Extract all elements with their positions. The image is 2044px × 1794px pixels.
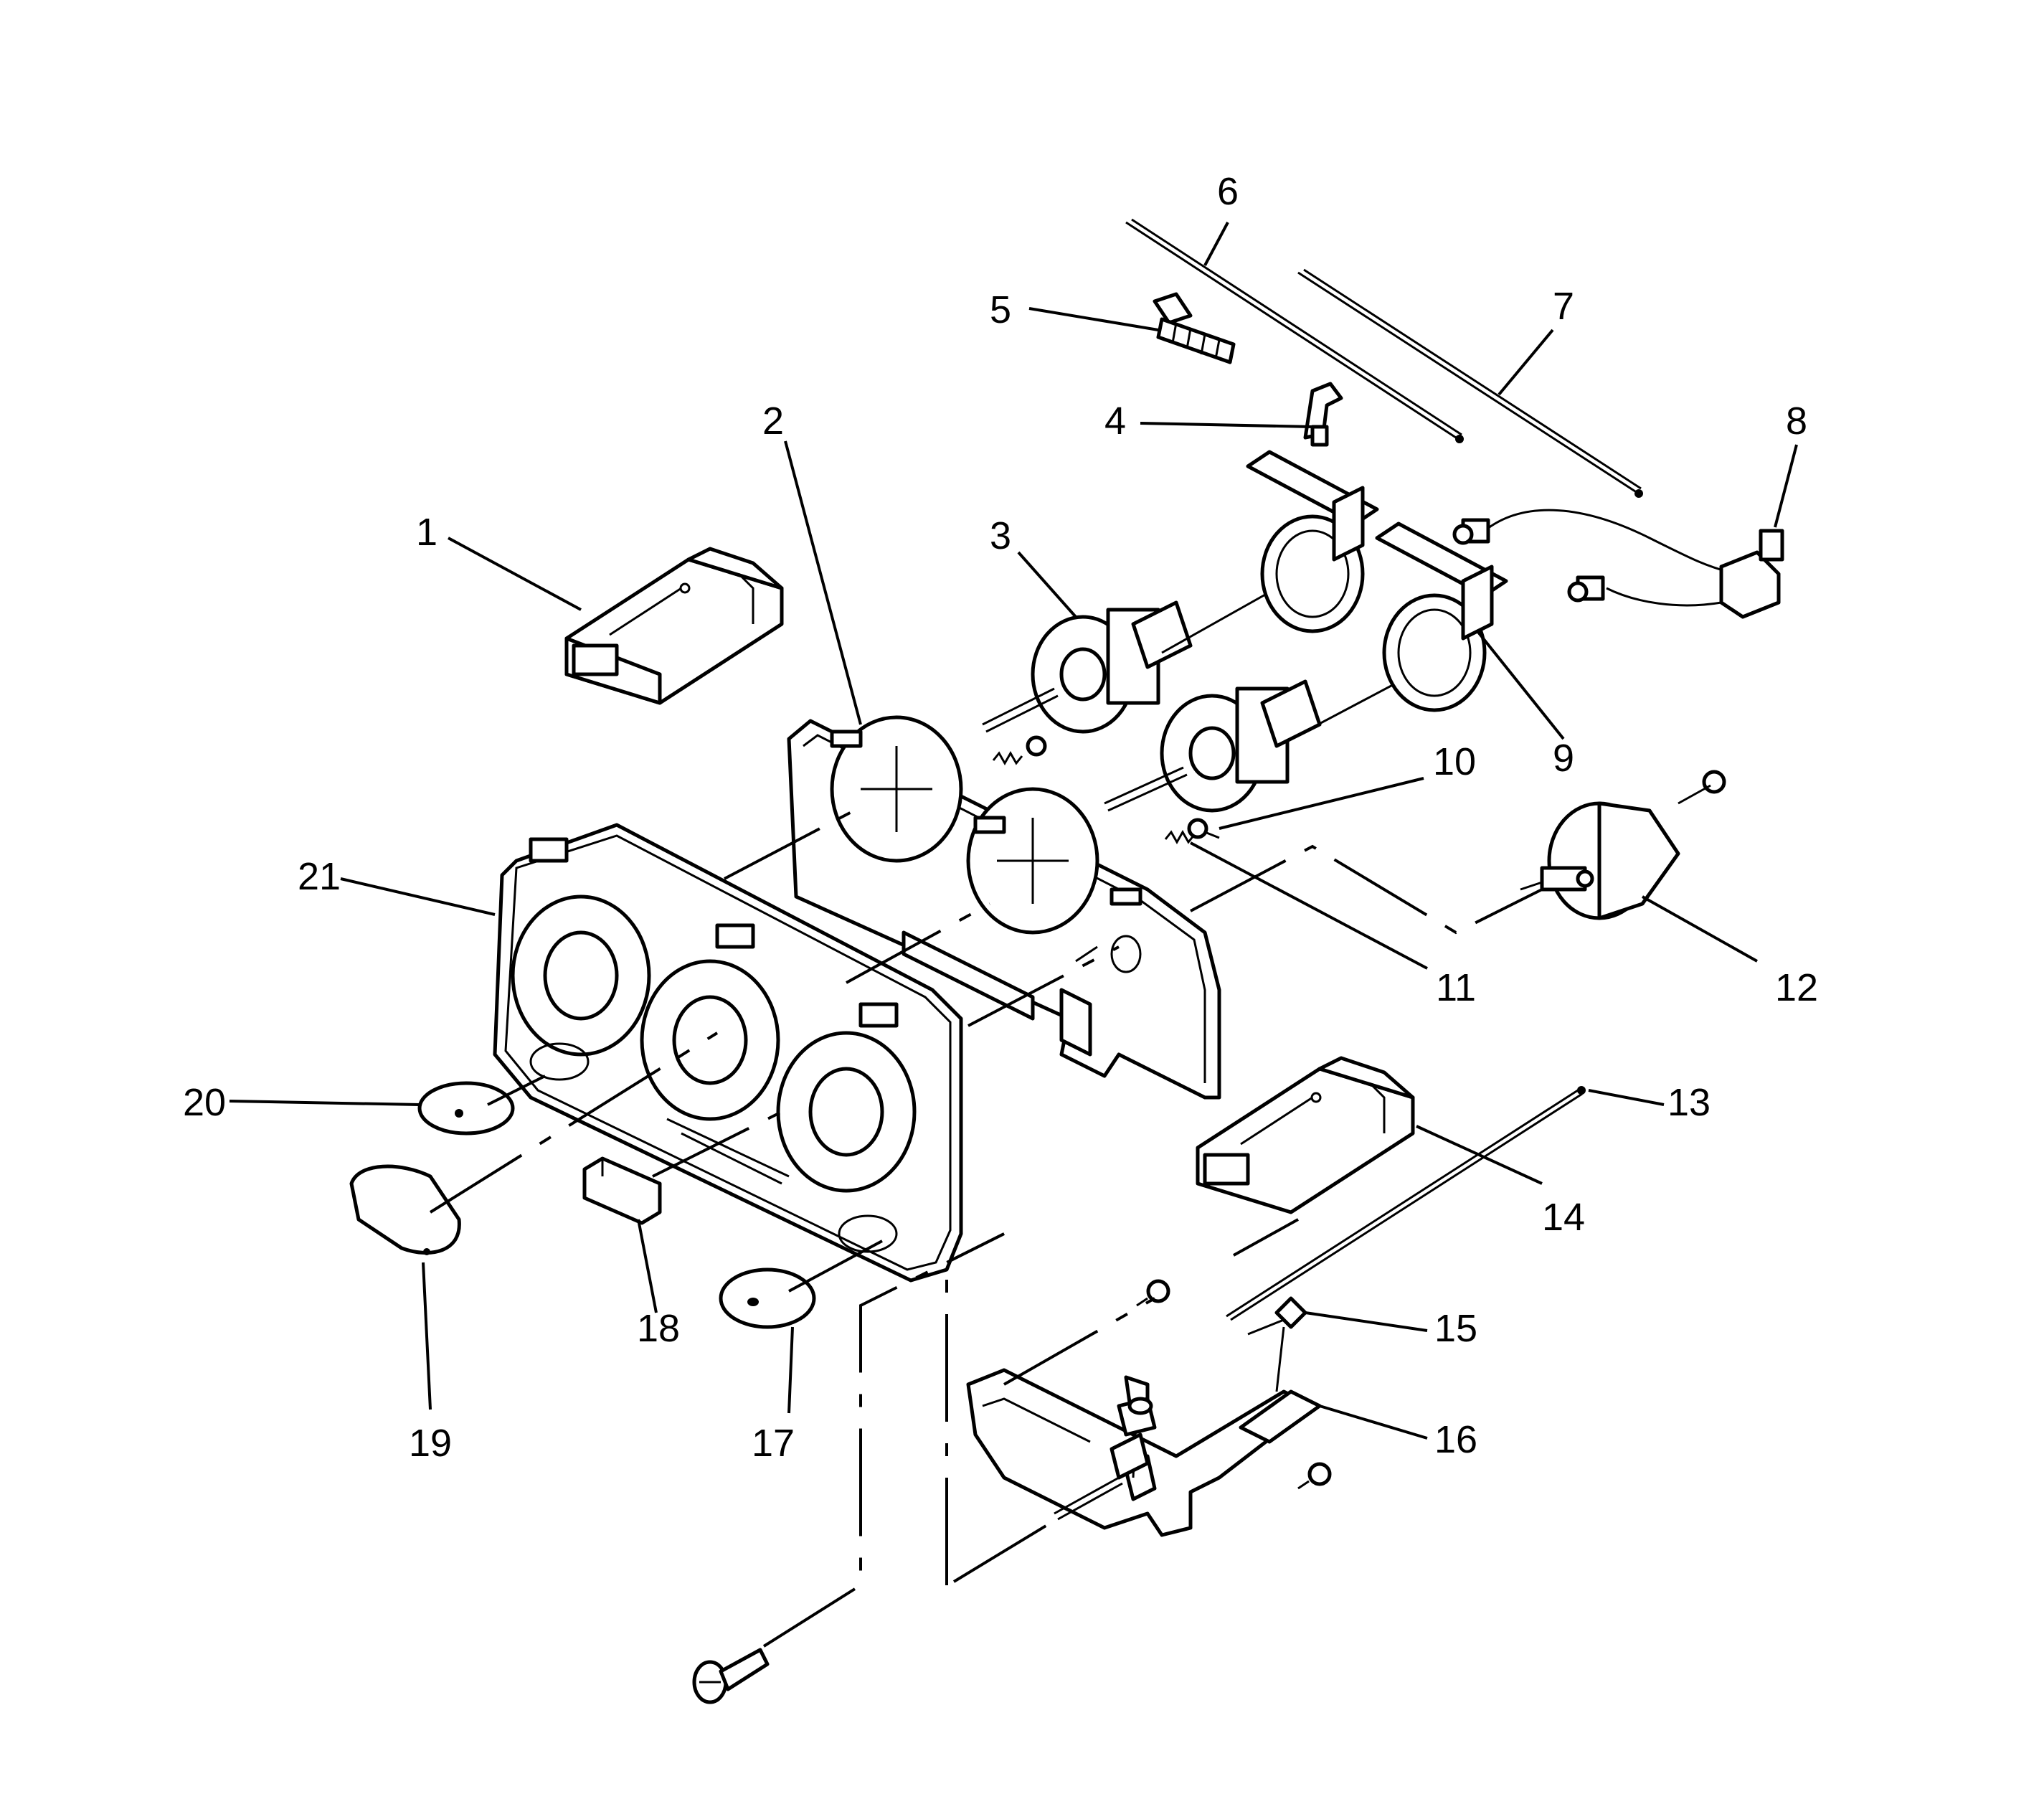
part-9-switch-rings: [1246, 450, 1508, 712]
callout-labels: 1 2 3 4 5 6 7 8 9 10 11 12 13 14 15 16 1…: [183, 170, 1818, 1465]
part-2-rear-frame: [787, 715, 1221, 1100]
leader-lines: [229, 222, 1798, 1440]
callout-2: 2: [762, 400, 784, 443]
callout-13: 13: [1667, 1081, 1711, 1124]
small-screw-spring-upper: [992, 735, 1047, 766]
part-10-screw: [1187, 818, 1220, 839]
part-4-clip: [1303, 382, 1343, 447]
callout-8: 8: [1786, 400, 1807, 443]
callout-4: 4: [1104, 400, 1126, 443]
callout-15: 15: [1434, 1307, 1477, 1350]
part-19-knob: [349, 1164, 461, 1255]
part-6-cable: [1125, 218, 1464, 443]
callout-14: 14: [1542, 1196, 1585, 1239]
lower-bracket-screws: [1136, 1279, 1332, 1490]
part-21-front-housing: [493, 823, 963, 1283]
part-11-spring: [1164, 829, 1196, 845]
part-17-knob-cap: [719, 1267, 816, 1329]
callout-5: 5: [990, 288, 1011, 331]
part-3-rotary-switches: [982, 587, 1414, 813]
callout-7: 7: [1553, 285, 1574, 328]
part-12-actuator: [1520, 770, 1726, 920]
callout-19: 19: [409, 1422, 452, 1465]
part-1-switch-module: [564, 547, 784, 705]
callout-18: 18: [637, 1307, 680, 1350]
callout-21: 21: [298, 855, 341, 898]
callout-16: 16: [1434, 1418, 1477, 1461]
part-18-slide-button: [582, 1156, 662, 1225]
callout-3: 3: [990, 514, 1011, 557]
callout-10: 10: [1433, 740, 1476, 783]
callout-11: 11: [1436, 966, 1476, 1009]
part-7-cable: [1297, 268, 1643, 498]
part-20-knob-cap: [417, 1081, 515, 1136]
assembly-guide-lines: [429, 802, 1543, 1648]
part-13-cable: [1226, 1086, 1586, 1321]
part-15-link-lever: [1054, 1296, 1307, 1521]
callout-1: 1: [416, 511, 437, 554]
mounting-screw: [692, 1648, 770, 1704]
callout-12: 12: [1775, 966, 1818, 1009]
callout-9: 9: [1553, 737, 1574, 780]
callout-6: 6: [1217, 170, 1239, 213]
part-14-switch-module: [1196, 1056, 1415, 1214]
callout-17: 17: [752, 1422, 795, 1465]
part-5-connector-comb: [1153, 292, 1236, 364]
part-8-wiring-harness: [1452, 509, 1784, 619]
callout-20: 20: [183, 1081, 226, 1124]
